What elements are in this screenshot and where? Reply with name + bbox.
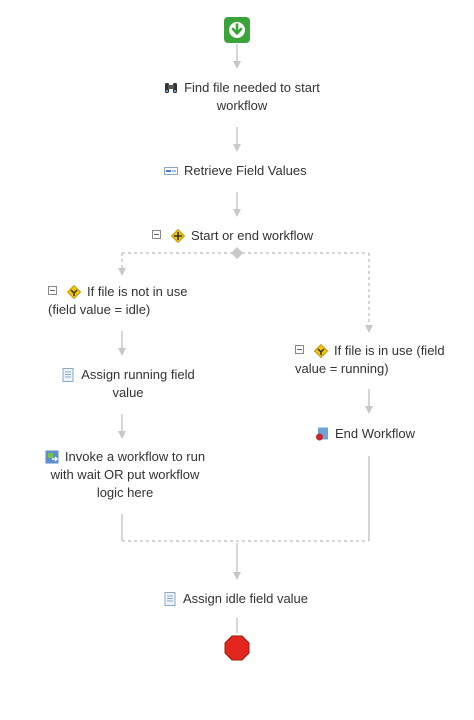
step-assign-idle-label: Assign idle field value	[183, 591, 309, 606]
branch-in-use[interactable]: If file is in use (field value = running…	[295, 342, 455, 378]
invoke-workflow-icon	[45, 450, 59, 464]
collapse-icon[interactable]	[295, 345, 304, 354]
step-retrieve-label: Retrieve Field Values	[184, 163, 307, 178]
collapse-icon[interactable]	[48, 286, 57, 295]
decision-icon	[67, 285, 81, 299]
split-diamond	[231, 247, 243, 259]
decision-icon	[171, 229, 185, 243]
step-assign-running-label: Assign running field value	[81, 367, 195, 400]
branch-not-in-use-label: If file is not in use (field value = idl…	[48, 284, 188, 317]
step-start-or-end-label: Start or end workflow	[191, 228, 314, 243]
download-arrow-icon	[224, 17, 250, 43]
step-assign-running[interactable]: Assign running field value	[58, 366, 198, 402]
step-find-file[interactable]: Find file needed to start workflow	[155, 79, 329, 115]
step-invoke-workflow[interactable]: Invoke a workflow to run with wait OR pu…	[40, 448, 210, 502]
binoculars-icon	[165, 83, 178, 93]
field-values-icon	[164, 167, 178, 175]
step-retrieve-field-values[interactable]: Retrieve Field Values	[164, 162, 307, 180]
collapse-icon[interactable]	[152, 230, 161, 239]
document-icon	[62, 368, 74, 382]
stop-node[interactable]	[224, 635, 250, 666]
decision-icon	[314, 344, 328, 358]
step-end-workflow[interactable]: End Workflow	[315, 425, 415, 443]
end-workflow-icon	[316, 427, 328, 441]
branch-not-in-use[interactable]: If file is not in use (field value = idl…	[48, 283, 208, 319]
document-icon	[164, 592, 176, 606]
step-find-file-label: Find file needed to start workflow	[184, 80, 320, 113]
step-assign-idle[interactable]: Assign idle field value	[163, 590, 308, 608]
step-invoke-label: Invoke a workflow to run with wait OR pu…	[50, 449, 206, 500]
step-start-or-end[interactable]: Start or end workflow	[152, 227, 313, 245]
branch-in-use-label: If file is in use (field value = running…	[295, 343, 445, 376]
start-node[interactable]	[224, 17, 250, 48]
step-end-workflow-label: End Workflow	[335, 426, 415, 441]
stop-octagon-icon	[224, 635, 250, 661]
